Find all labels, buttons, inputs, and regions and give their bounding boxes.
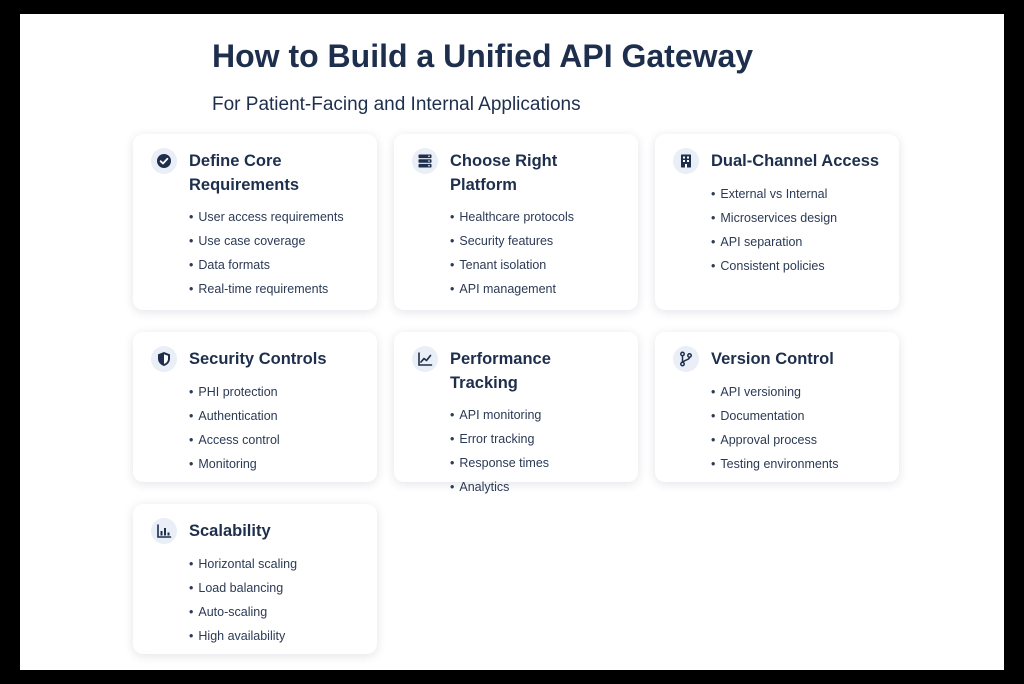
card-scalability: Scalability Horizontal scaling Load bala… <box>133 504 377 654</box>
card-item: Response times <box>450 451 622 475</box>
card-item-list: API versioning Documentation Approval pr… <box>711 380 883 476</box>
card-item: Access control <box>189 428 361 452</box>
card-item: Authentication <box>189 404 361 428</box>
shield-icon <box>151 346 177 372</box>
card-performance-tracking: Performance Tracking API monitoring Erro… <box>394 332 638 494</box>
card-item: Microservices design <box>711 206 883 230</box>
bar-chart-icon <box>151 518 177 544</box>
card-item: Use case coverage <box>189 229 361 253</box>
building-icon <box>673 148 699 174</box>
diagram-page: How to Build a Unified API Gateway For P… <box>20 14 1004 670</box>
card-item-list: External vs Internal Microservices desig… <box>711 182 883 278</box>
card-title: Version Control <box>711 350 834 368</box>
card-security-controls: Security Controls PHI protection Authent… <box>133 332 377 482</box>
card-dual-channel-access: Dual-Channel Access External vs Internal… <box>655 134 899 310</box>
card-item: Approval process <box>711 428 883 452</box>
card-item: Monitoring <box>189 452 361 476</box>
card-item: API management <box>450 277 622 301</box>
card-choose-right-platform: Choose Right Platform Healthcare protoco… <box>394 134 638 310</box>
card-item: Security features <box>450 229 622 253</box>
card-title: Dual-Channel Access <box>711 152 880 170</box>
card-define-core-requirements: Define Core Requirements User access req… <box>133 134 377 310</box>
card-title: Define Core Requirements <box>189 152 300 194</box>
line-chart-icon <box>412 346 438 372</box>
card-item: Auto-scaling <box>189 600 361 624</box>
card-item: User access requirements <box>189 205 361 229</box>
card-item: API separation <box>711 230 883 254</box>
card-item: Analytics <box>450 475 622 499</box>
card-item: High availability <box>189 624 361 648</box>
card-title: Scalability <box>189 522 271 540</box>
card-item: Load balancing <box>189 576 361 600</box>
card-item-list: API monitoring Error tracking Response t… <box>450 403 622 499</box>
card-item: Horizontal scaling <box>189 552 361 576</box>
card-item-list: Horizontal scaling Load balancing Auto-s… <box>189 552 361 648</box>
card-item: API versioning <box>711 380 883 404</box>
git-branch-icon <box>673 346 699 372</box>
server-icon <box>412 148 438 174</box>
card-item: Tenant isolation <box>450 253 622 277</box>
card-title: Security Controls <box>189 350 327 368</box>
page-title: How to Build a Unified API Gateway <box>212 38 754 74</box>
card-item-list: PHI protection Authentication Access con… <box>189 380 361 476</box>
check-circle-icon <box>151 148 177 174</box>
card-item: PHI protection <box>189 380 361 404</box>
card-item: External vs Internal <box>711 182 883 206</box>
card-item: Error tracking <box>450 427 622 451</box>
card-item: API monitoring <box>450 403 622 427</box>
card-item-list: User access requirements Use case covera… <box>189 205 361 301</box>
card-item: Testing environments <box>711 452 883 476</box>
page-subtitle: For Patient-Facing and Internal Applicat… <box>212 94 581 115</box>
card-title: Performance Tracking <box>450 350 551 392</box>
card-item: Data formats <box>189 253 361 277</box>
card-version-control: Version Control API versioning Documenta… <box>655 332 899 482</box>
card-item: Documentation <box>711 404 883 428</box>
card-item: Consistent policies <box>711 254 883 278</box>
card-item: Healthcare protocols <box>450 205 622 229</box>
card-item-list: Healthcare protocols Security features T… <box>450 205 622 301</box>
card-item: Real-time requirements <box>189 277 361 301</box>
card-title: Choose Right Platform <box>450 152 558 194</box>
